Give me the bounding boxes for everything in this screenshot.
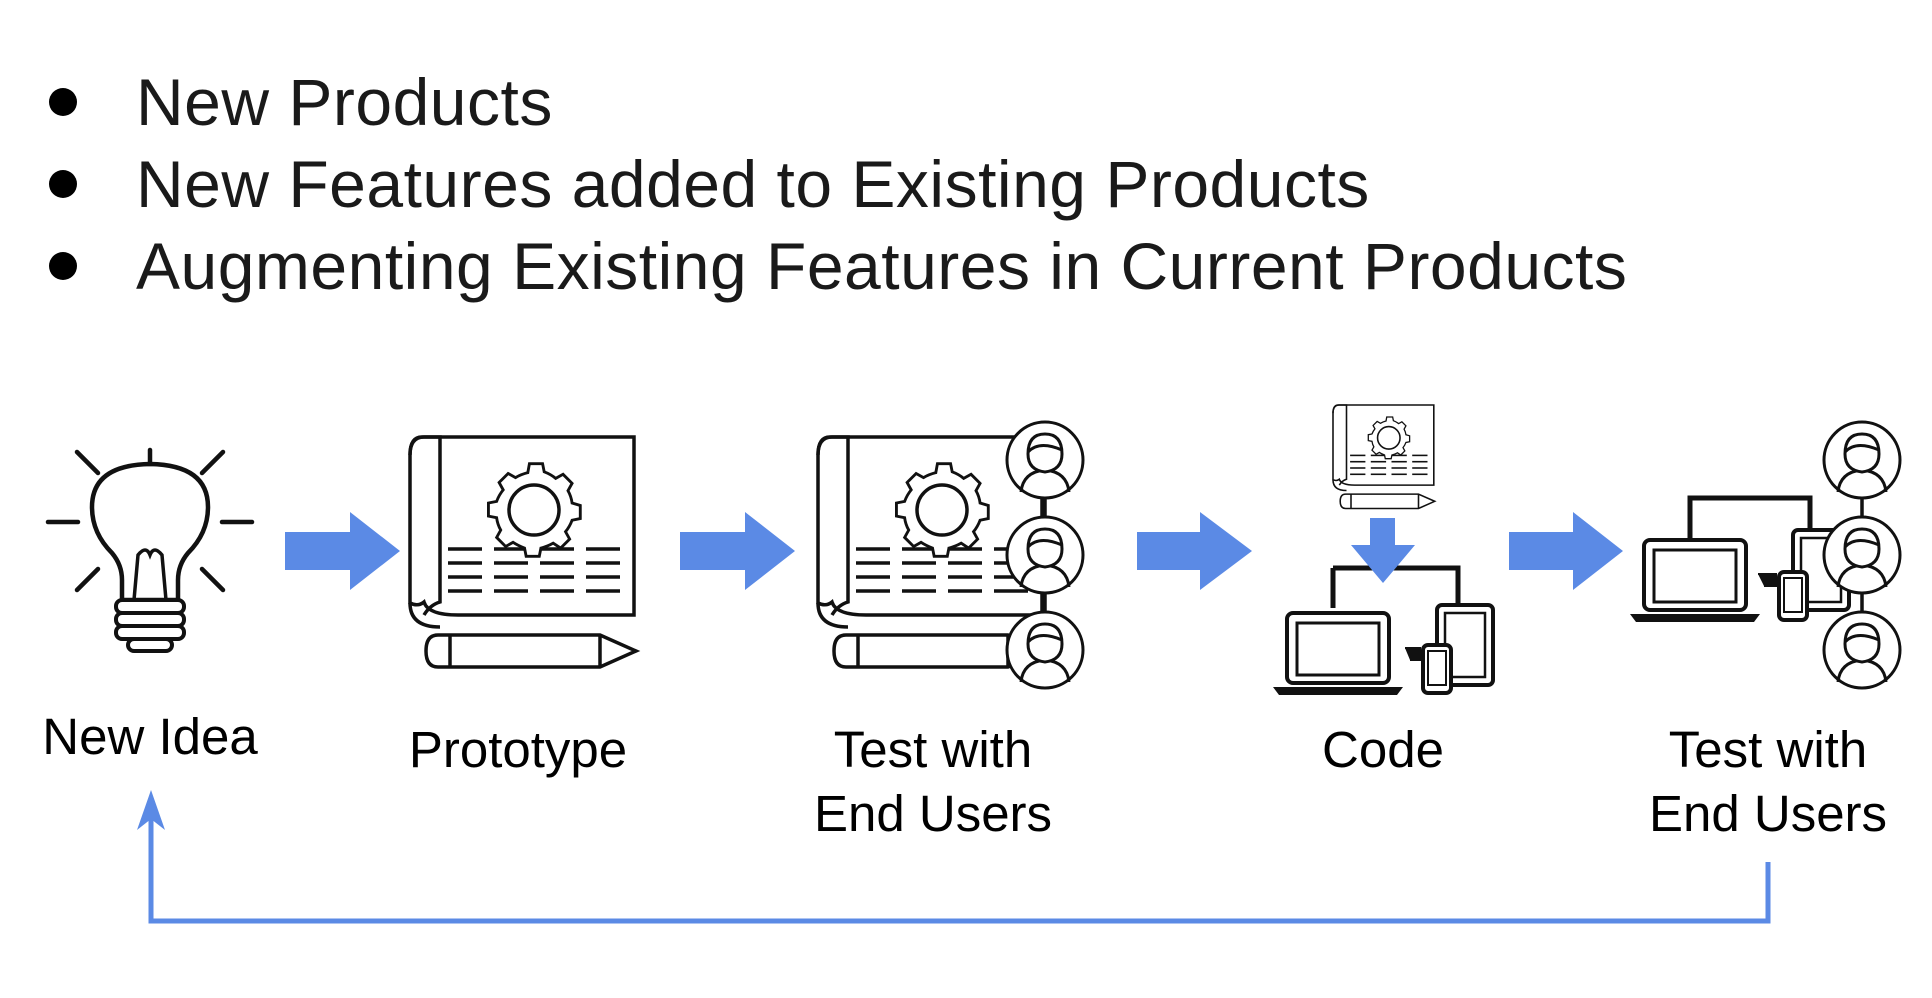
arrow-right-icon [680,512,795,590]
bullet-text: New Features added to Existing Products [136,147,1370,221]
arrow-right-icon [1509,512,1623,590]
bullet-text: New Products [136,65,553,139]
step-label-prototype: Prototype [408,721,628,778]
blueprint-users-icon [816,420,1085,690]
bullet-dot [49,252,77,280]
bullet-item: Augmenting Existing Features in Current … [0,226,1932,306]
arrow-right-icon [285,512,400,590]
arrow-right-icon [1137,512,1252,590]
feedback-loop-arrow [137,790,1771,924]
step-label-test-prototype-line1: Test with [833,721,1033,778]
lightbulb-icon [45,447,255,653]
step-label-test-prototype-line2: End Users [813,785,1053,842]
step-label-test-product-line1: Test with [1668,721,1868,778]
bullet-dot [49,88,77,116]
step-label-code: Code [1322,721,1444,778]
bullet-list: New Products New Features added to Exist… [0,0,1932,320]
blueprint-icon [408,435,638,669]
step-label-test-product-line2: End Users [1648,785,1888,842]
bullet-item: New Features added to Existing Products [0,144,1932,224]
code-devices-icon [1271,404,1495,697]
bullet-text: Augmenting Existing Features in Current … [136,229,1628,303]
devices-users-icon [1628,420,1902,690]
step-label-new-idea: New Idea [42,708,258,765]
bullet-item: New Products [0,62,1932,142]
bullet-dot [49,170,77,198]
